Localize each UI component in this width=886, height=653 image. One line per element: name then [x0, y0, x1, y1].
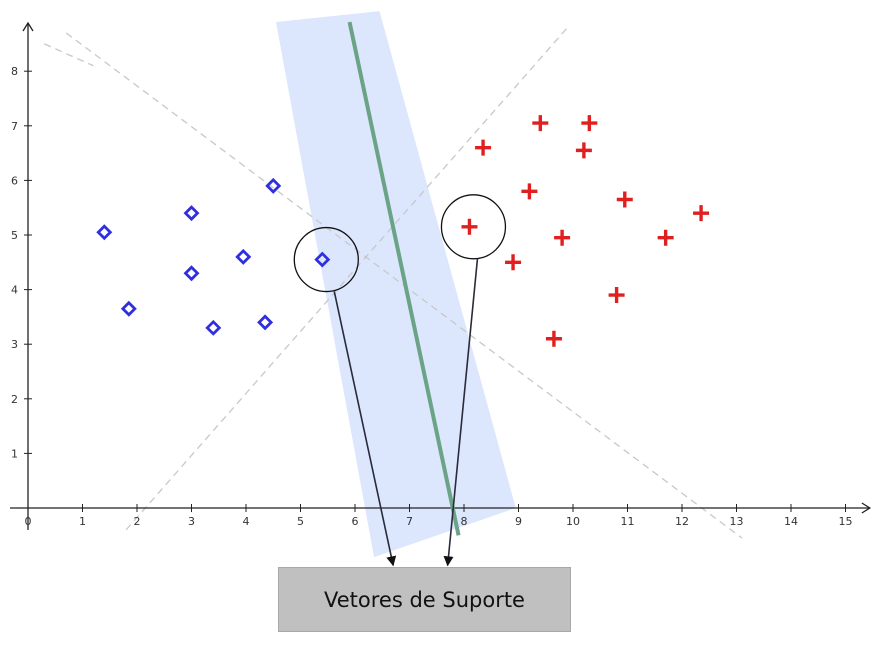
plus-point-5 [616, 191, 633, 208]
x-tick-label-0: 0 [25, 515, 32, 528]
plus-point-12 [545, 330, 562, 347]
plus-point-7 [461, 218, 478, 235]
x-tick-label-8: 8 [461, 515, 468, 528]
y-tick-label-6: 6 [11, 174, 18, 187]
dashed-guide-line-1 [125, 27, 569, 531]
diamond-point-4 [205, 319, 222, 336]
y-tick-label-8: 8 [11, 65, 18, 78]
margin-band-layer [275, 11, 516, 558]
plus-point-8 [554, 229, 571, 246]
dashed-guide-line-2 [44, 43, 94, 67]
x-tick-label-15: 15 [839, 515, 853, 528]
diamond-point-7 [265, 177, 282, 194]
y-tick-label-1: 1 [11, 447, 18, 460]
x-tick-label-4: 4 [243, 515, 250, 528]
x-tick-label-13: 13 [730, 515, 744, 528]
x-tick-label-9: 9 [515, 515, 522, 528]
diamond-point-8 [314, 251, 331, 268]
plus-point-1 [532, 115, 549, 132]
margin-band [275, 11, 516, 558]
x-tick-label-12: 12 [675, 515, 689, 528]
y-tick-label-4: 4 [11, 284, 18, 297]
separating-line-layer [347, 21, 461, 536]
y-axis-arrow [22, 21, 34, 32]
support-vector-callouts [293, 194, 507, 567]
x-tick-label-2: 2 [134, 515, 141, 528]
x-tick-label-1: 1 [79, 515, 86, 528]
plus-point-10 [505, 254, 522, 271]
diamond-point-0 [96, 224, 113, 241]
diamond-point-1 [120, 300, 137, 317]
support-vector-circle-0 [293, 226, 359, 293]
support-vector-arrow-1 [443, 258, 479, 567]
plus-point-4 [521, 183, 538, 200]
support-vectors-label: Vetores de Suporte [324, 587, 525, 612]
x-tick-label-7: 7 [406, 515, 413, 528]
y-tick-label-2: 2 [11, 393, 18, 406]
diamond-point-3 [183, 265, 200, 282]
support-vectors-callout: Vetores de Suporte [278, 567, 571, 632]
plus-point-2 [581, 115, 598, 132]
x-tick-label-10: 10 [566, 515, 580, 528]
diamond-point-6 [257, 314, 274, 331]
support-vector-circle-1 [440, 194, 507, 260]
x-tick-label-6: 6 [352, 515, 359, 528]
support-vector-arrow-0 [333, 291, 397, 567]
data-points-layer [96, 115, 710, 347]
y-tick-label-5: 5 [11, 229, 18, 242]
x-tick-label-11: 11 [621, 515, 635, 528]
x-tick-label-14: 14 [784, 515, 798, 528]
plus-point-6 [693, 205, 710, 222]
x-tick-label-3: 3 [188, 515, 195, 528]
plus-point-9 [657, 229, 674, 246]
x-axis-arrow [861, 502, 872, 514]
diamond-point-2 [183, 205, 200, 222]
separating-hyperplane [347, 21, 461, 536]
y-tick-label-7: 7 [11, 120, 18, 133]
diamond-point-5 [235, 248, 252, 265]
plus-point-0 [475, 139, 492, 156]
y-tick-label-3: 3 [11, 338, 18, 351]
x-tick-label-5: 5 [297, 515, 304, 528]
plus-point-3 [575, 142, 592, 159]
plus-point-11 [608, 287, 625, 304]
